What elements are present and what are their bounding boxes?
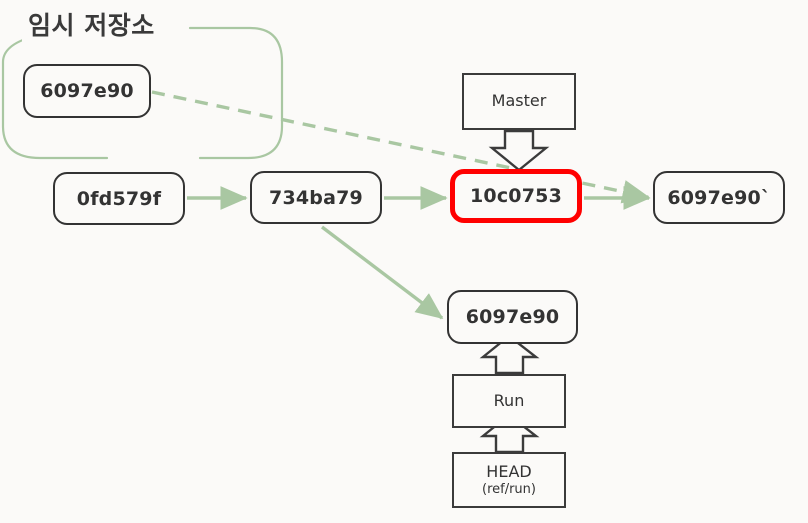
node-commit-10c0753[interactable]: 10c0753 xyxy=(450,169,582,223)
node-label-head: HEAD xyxy=(486,461,532,481)
node-commit-734ba79[interactable]: 734ba79 xyxy=(250,171,382,224)
node-label-head-target: (ref/run) xyxy=(482,482,536,498)
node-label: 10c0753 xyxy=(470,185,562,207)
edge-c2-restored xyxy=(320,225,444,320)
node-restored-commit[interactable]: 6097e90 xyxy=(447,290,578,344)
node-label: 6097e90` xyxy=(667,186,771,209)
block-arrow-master xyxy=(488,129,550,172)
node-label: 734ba79 xyxy=(269,186,363,209)
node-commit-6097e90-prime[interactable]: 6097e90` xyxy=(653,171,785,224)
node-branch-run[interactable]: Run xyxy=(452,374,566,428)
node-label: 6097e90 xyxy=(465,306,560,328)
node-label: Run xyxy=(493,390,525,410)
node-commit-0fd579f[interactable]: 0fd579f xyxy=(53,172,185,225)
node-stash-commit[interactable]: 6097e90 xyxy=(23,64,151,118)
stash-group-title: 임시 저장소 xyxy=(22,6,161,42)
node-label: 6097e90 xyxy=(40,80,134,102)
node-branch-master[interactable]: Master xyxy=(462,73,576,130)
node-head-ref[interactable]: HEAD (ref/run) xyxy=(452,452,566,508)
node-label: Master xyxy=(491,91,547,111)
node-label: 0fd579f xyxy=(76,187,162,210)
